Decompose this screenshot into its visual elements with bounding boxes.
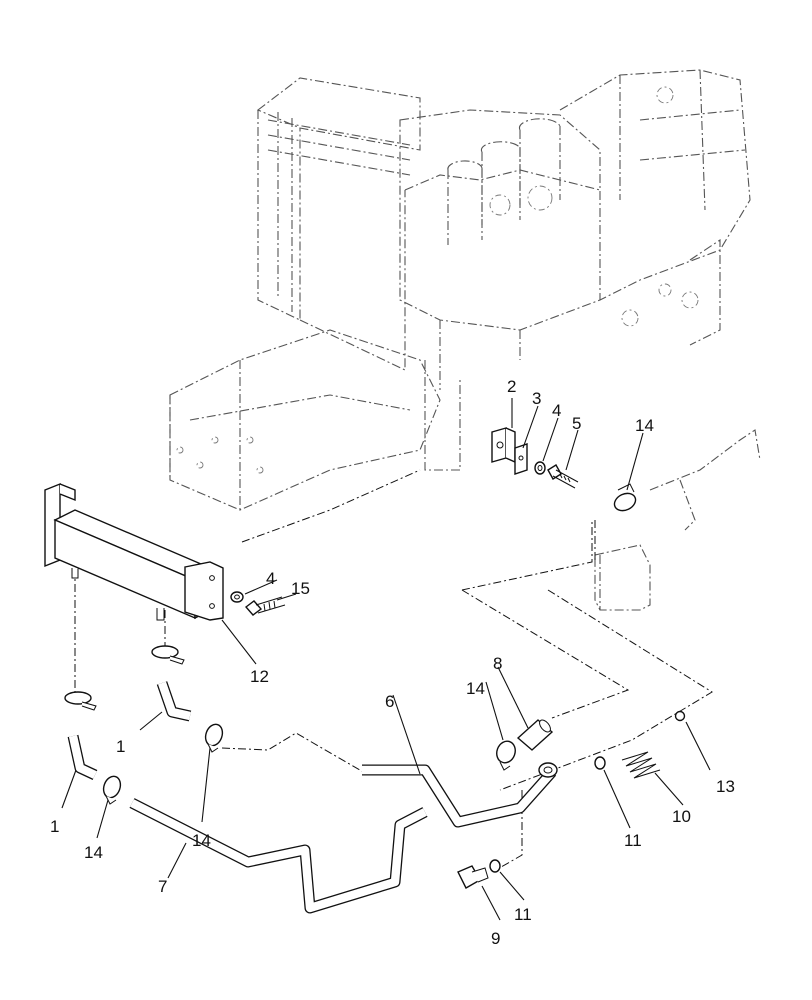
elbow-hose xyxy=(67,734,98,780)
formed-pipe xyxy=(362,764,557,828)
callout-14: 14 xyxy=(192,831,211,850)
callout-4: 4 xyxy=(552,401,561,420)
callout-4: 4 xyxy=(266,569,275,588)
hose-clamp xyxy=(496,740,516,771)
callout-1: 1 xyxy=(116,737,125,756)
hose-clamp xyxy=(204,723,224,753)
o-ring xyxy=(594,756,606,770)
callout-14: 14 xyxy=(635,416,654,435)
hose-clamp xyxy=(64,691,97,711)
hose-clamp xyxy=(613,483,637,512)
washer xyxy=(230,591,244,603)
callout-3: 3 xyxy=(532,389,541,408)
callout-12: 12 xyxy=(250,667,269,686)
callout-11: 11 xyxy=(624,831,642,850)
hose-clamp xyxy=(102,775,122,805)
spacer-plate xyxy=(514,443,528,475)
formed-pipe xyxy=(129,798,428,914)
callout-14: 14 xyxy=(466,679,485,698)
o-ring xyxy=(489,859,501,873)
callout-10: 10 xyxy=(672,807,691,826)
callout-11: 11 xyxy=(514,905,532,924)
callout-5: 5 xyxy=(572,414,581,433)
assembly-centerlines xyxy=(74,469,713,871)
spring xyxy=(621,751,661,779)
leader-lines xyxy=(61,398,711,921)
callout-9: 9 xyxy=(491,929,500,948)
ghosted-tractor-assembly xyxy=(169,69,761,611)
callout-14: 14 xyxy=(84,843,103,862)
callout-13: 13 xyxy=(716,777,735,796)
bolt xyxy=(547,464,579,489)
callout-6: 6 xyxy=(385,692,394,711)
oil-cooler xyxy=(44,482,224,621)
bolt xyxy=(244,596,286,616)
bracket xyxy=(491,427,516,464)
callout-7: 7 xyxy=(158,877,167,896)
callout-2: 2 xyxy=(507,377,516,396)
callout-labels: 2 3 4 5 14 4 15 12 1 1 14 14 6 14 8 7 13… xyxy=(50,377,735,948)
callout-8: 8 xyxy=(493,654,502,673)
check-ball xyxy=(674,710,686,722)
hose-clamp xyxy=(151,645,185,665)
drain-plug xyxy=(457,865,489,889)
sleeve xyxy=(516,719,554,751)
washer xyxy=(534,461,546,475)
pipe-fitting xyxy=(538,762,558,778)
elbow-hose xyxy=(156,681,192,722)
callout-1: 1 xyxy=(50,817,59,836)
callout-15: 15 xyxy=(291,579,310,598)
